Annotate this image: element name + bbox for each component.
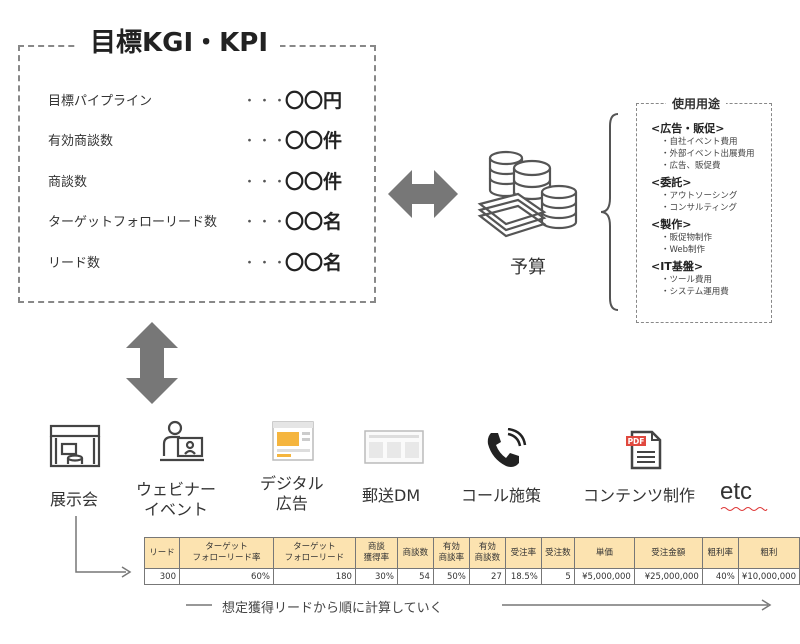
kpi-value: 〇〇名 — [285, 252, 343, 274]
budget-label: 予算 — [510, 257, 546, 278]
usage-item: ・Web制作 — [661, 245, 706, 255]
kpi-row-valid-deals: 有効商談数 ・・・ 〇〇件 — [48, 126, 368, 152]
col-header: リード — [144, 537, 180, 569]
kpi-dots: ・・・ — [243, 215, 289, 230]
exhibition-booth-icon — [49, 424, 101, 468]
table-cell: 30% — [354, 568, 398, 585]
kpi-value: 〇〇件 — [285, 130, 343, 152]
col-header: 単価 — [573, 537, 635, 569]
kpi-label: ターゲットフォローリード数 — [48, 215, 218, 230]
col-header: 商談数 — [396, 537, 434, 569]
double-arrow-horizontal-icon — [388, 170, 458, 218]
usage-category: <広告・販促> — [651, 122, 725, 135]
channel-etc: etc — [720, 478, 753, 505]
usage-item: ・外部イベント出展費用 — [661, 149, 755, 159]
kpi-value: 〇〇円 — [285, 90, 343, 112]
table-cell: 27 — [468, 568, 506, 585]
usage-item: ・ツール費用 — [661, 275, 713, 285]
col-header: 有効 商談率 — [432, 537, 470, 569]
col-header: ターゲット フォローリード率 — [178, 537, 274, 569]
kpi-label: 商談数 — [48, 175, 88, 190]
kpi-dots: ・・・ — [243, 134, 289, 149]
double-arrow-vertical-icon — [126, 322, 178, 404]
channel-direct-mail: 郵送DM — [362, 486, 421, 505]
kpi-row-target-follow-leads: ターゲットフォローリード数 ・・・ 〇〇名 — [48, 207, 368, 233]
usage-title: 使用用途 — [666, 95, 727, 112]
kpi-row-deals: 商談数 ・・・ 〇〇件 — [48, 167, 368, 193]
table-row: 300 60% 180 30% 54 50% 27 18.5% 5 ¥5,000… — [144, 568, 800, 585]
usage-category: <製作> — [651, 218, 692, 231]
channel-content: コンテンツ制作 — [583, 486, 696, 505]
footer-arrow-right — [502, 599, 772, 611]
table-cell: 18.5% — [504, 568, 542, 585]
table-cell: ¥10,000,000 — [737, 568, 800, 585]
curly-brace — [600, 113, 619, 311]
svg-text:PDF: PDF — [628, 437, 645, 446]
channel-digital-ad: デジタル 広告 — [260, 474, 324, 513]
col-header: 粗利 — [737, 537, 800, 569]
col-header: ターゲット フォローリード — [272, 537, 356, 569]
kpi-title: 目標KGI・KPI — [78, 22, 281, 59]
table-cell: 180 — [272, 568, 356, 585]
etc-underline — [720, 507, 768, 511]
usage-category: <委託> — [651, 176, 692, 189]
kpi-label: リード数 — [48, 256, 101, 271]
col-header: 有効 商談数 — [468, 537, 506, 569]
usage-category: <IT基盤> — [651, 260, 704, 273]
table-header-row: リード ターゲット フォローリード率 ターゲット フォローリード 商談 獲得率 … — [144, 537, 800, 569]
usage-item: ・販促物制作 — [661, 233, 713, 243]
kpi-value: 〇〇件 — [285, 171, 343, 193]
pdf-document-icon: PDF — [626, 430, 662, 470]
channel-webinar: ウェビナー イベント — [136, 480, 217, 519]
table-cell: ¥25,000,000 — [633, 568, 703, 585]
kpi-row-leads: リード数 ・・・ 〇〇名 — [48, 248, 368, 274]
table-cell: 54 — [396, 568, 434, 585]
footer-note: 想定獲得リードから順に計算していく — [222, 601, 443, 616]
usage-item: ・自社イベント費用 — [661, 137, 738, 147]
col-header: 受注金額 — [633, 537, 703, 569]
channel-exhibition: 展示会 — [50, 490, 99, 509]
money-stack-icon — [477, 150, 578, 238]
table-cell: ¥5,000,000 — [573, 568, 635, 585]
table-cell: 50% — [432, 568, 470, 585]
table-cell: 300 — [144, 568, 180, 585]
phone-call-icon — [487, 428, 527, 467]
channel-call: コール施策 — [461, 486, 542, 505]
usage-list: <広告・販促> ・自社イベント費用 ・外部イベント出展費用 ・広告、販促費 <委… — [651, 121, 776, 298]
footer-line-left — [186, 604, 212, 606]
col-header: 粗利率 — [701, 537, 739, 569]
kpi-row-pipeline: 目標パイプライン ・・・ 〇〇円 — [48, 86, 368, 112]
webinar-presenter-icon — [160, 420, 204, 462]
usage-item: ・システム運用費 — [661, 287, 729, 297]
col-header: 商談 獲得率 — [354, 537, 398, 569]
col-header: 受注率 — [504, 537, 542, 569]
kpi-value: 〇〇名 — [285, 211, 343, 233]
table-cell: 40% — [701, 568, 739, 585]
usage-item: ・アウトソーシング — [661, 191, 738, 201]
usage-item: ・コンサルティング — [661, 203, 737, 213]
digital-ad-icon — [272, 421, 314, 461]
simulation-table: リード ターゲット フォローリード率 ターゲット フォローリード 商談 獲得率 … — [144, 537, 800, 585]
col-header: 受注数 — [540, 537, 575, 569]
kpi-label: 有効商談数 — [48, 134, 114, 149]
table-cell: 5 — [540, 568, 575, 585]
table-cell: 60% — [178, 568, 274, 585]
flow-arrow — [75, 516, 132, 578]
kpi-dots: ・・・ — [243, 256, 289, 271]
kpi-dots: ・・・ — [243, 94, 289, 109]
kpi-dots: ・・・ — [243, 175, 289, 190]
kpi-label: 目標パイプライン — [48, 94, 153, 109]
usage-item: ・広告、販促費 — [661, 161, 721, 171]
direct-mail-icon — [364, 430, 424, 464]
